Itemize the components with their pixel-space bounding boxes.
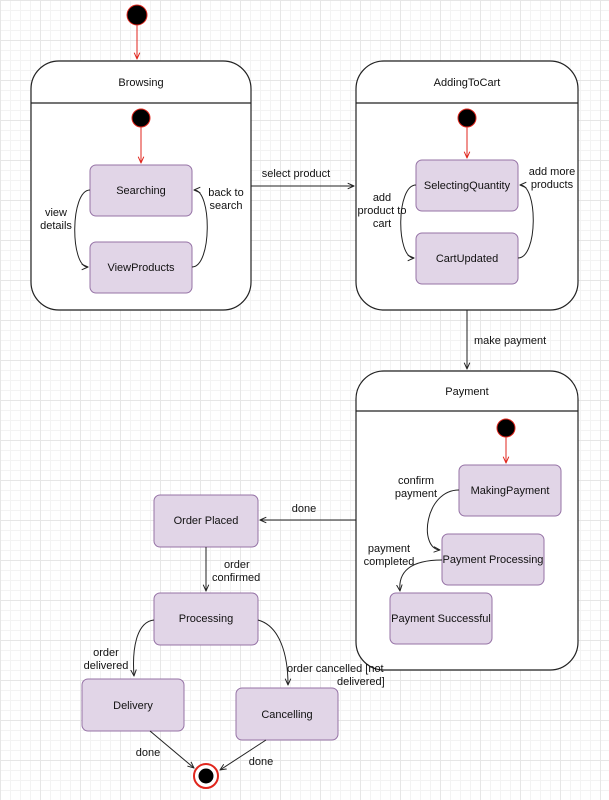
label-select-product: select product	[262, 168, 330, 180]
edge-view-details	[74, 189, 91, 267]
state-making-payment: MakingPayment	[458, 464, 562, 517]
state-cart-updated: CartUpdated	[415, 232, 519, 285]
composite-adding-to-cart-title: AddingToCart	[434, 77, 501, 89]
state-selecting-quantity-label: SelectingQuantity	[424, 180, 511, 192]
payment-initial-node	[496, 418, 516, 438]
edge-add-more-products	[517, 185, 534, 259]
initial-node	[126, 4, 148, 26]
state-payment-processing: Payment Processing	[441, 533, 545, 586]
state-order-placed-label: Order Placed	[174, 515, 239, 527]
state-cancelling-label: Cancelling	[261, 709, 312, 721]
state-delivery: Delivery	[81, 678, 185, 732]
composite-browsing-title: Browsing	[118, 77, 163, 89]
state-searching: Searching	[89, 164, 193, 217]
label-done-delivery: done	[136, 747, 160, 759]
composite-payment-title: Payment	[445, 386, 488, 398]
edge-order-cancelled	[257, 619, 288, 685]
state-order-placed: Order Placed	[153, 494, 259, 548]
state-processing-label: Processing	[179, 613, 233, 625]
label-done-payment: done	[292, 503, 316, 515]
state-making-payment-label: MakingPayment	[471, 485, 550, 497]
state-processing: Processing	[153, 592, 259, 646]
edge-done-delivery	[149, 730, 194, 768]
edge-payment-completed	[400, 559, 443, 591]
state-cart-updated-label: CartUpdated	[436, 253, 498, 265]
state-payment-processing-label: Payment Processing	[443, 554, 544, 566]
state-delivery-label: Delivery	[113, 700, 153, 712]
state-view-products-label: ViewProducts	[107, 262, 175, 274]
browsing-initial-node	[131, 108, 151, 128]
state-searching-label: Searching	[116, 185, 166, 197]
state-selecting-quantity: SelectingQuantity	[415, 159, 519, 212]
label-done-cancelling: done	[249, 756, 273, 768]
state-payment-successful-label: Payment Successful	[391, 613, 491, 625]
state-cancelling: Cancelling	[235, 687, 339, 741]
state-view-products: ViewProducts	[89, 241, 193, 294]
edge-add-product-to-cart	[400, 184, 417, 258]
edge-back-to-search	[191, 190, 208, 268]
edge-confirm-payment	[426, 489, 460, 550]
adding-to-cart-initial-node	[457, 108, 477, 128]
final-node	[193, 763, 219, 789]
state-payment-successful: Payment Successful	[389, 592, 493, 645]
edge-done-cancelling	[220, 739, 267, 770]
label-make-payment: make payment	[474, 335, 546, 347]
edge-order-delivered	[134, 619, 155, 676]
